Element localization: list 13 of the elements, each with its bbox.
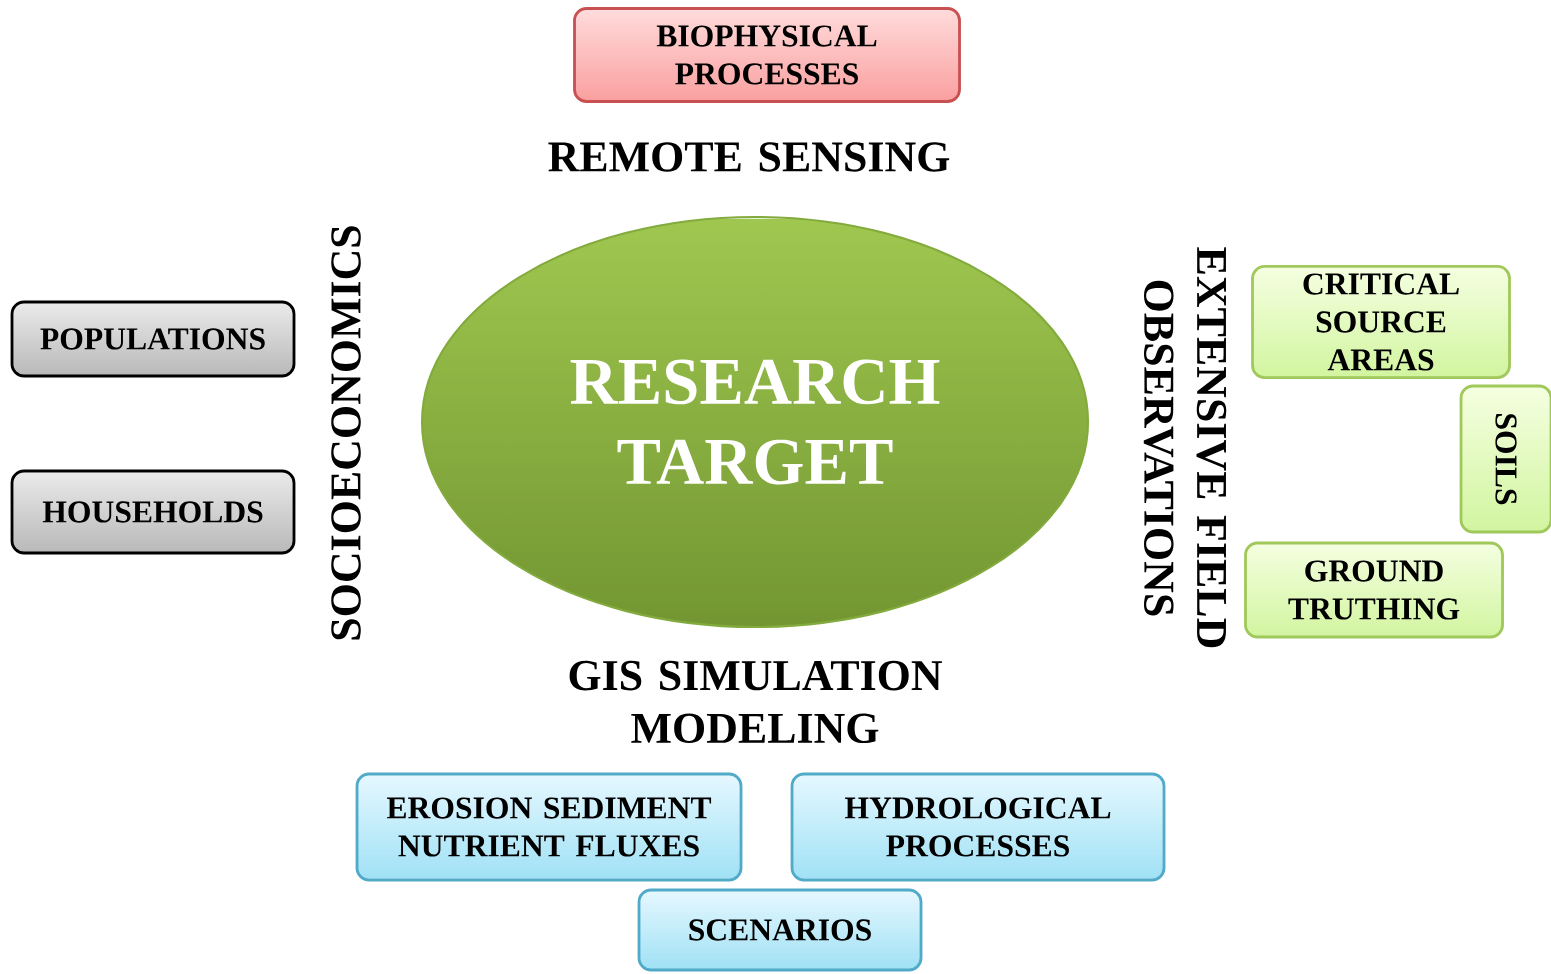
category-box: HYDROLOGICAL PROCESSES [790,772,1166,882]
section-heading: SOCIOECONOMICS [331,226,361,640]
category-box: CRITICAL SOURCE AREAS [1251,264,1511,379]
section-heading: REMOTE SENSING [548,142,950,172]
process-box: BIOPHYSICAL PROCESSES [573,7,961,103]
category-box: SCENARIOS [637,888,923,972]
category-box: HOUSEHOLDS [10,469,296,555]
section-heading: GIS SIMULATION MODELING [569,660,942,744]
category-box: GROUND TRUTHING [1244,541,1504,639]
section-heading: EXTENSIVE FIELD OBSERVATIONS [1143,247,1227,648]
category-box: POPULATIONS [10,300,296,378]
category-box: SOILS [1459,384,1551,534]
category-box: EROSION SEDIMENT NUTRIENT FLUXES [355,772,743,882]
